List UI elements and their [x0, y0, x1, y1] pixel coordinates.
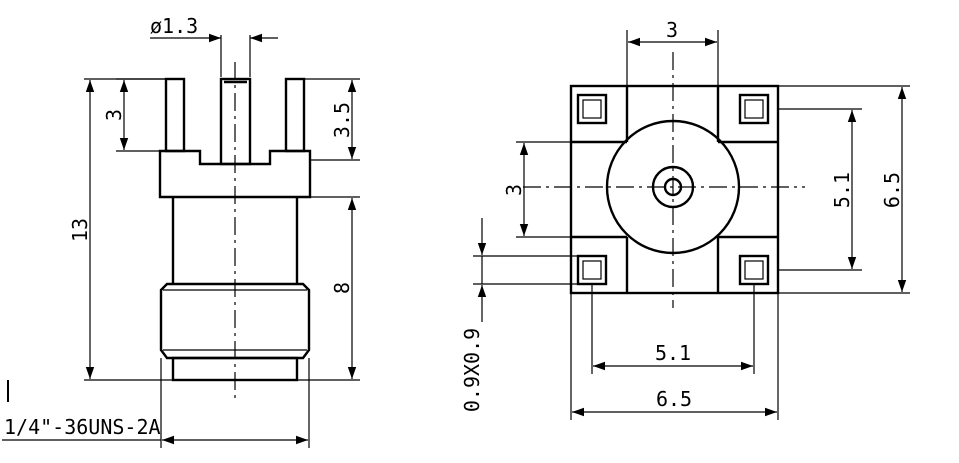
dim-pad-center-horizontal: 5.1 [591, 284, 755, 374]
dim-pad-spacing-left: 3 [502, 141, 571, 238]
pad-top-right [738, 93, 770, 125]
label-overall-vertical: 6.5 [880, 172, 904, 208]
label-thread: 1/4"-36UNS-2A [4, 415, 161, 439]
label-overall-horizontal: 6.5 [656, 387, 692, 411]
label-pad-size: 0.9X0.9 [460, 328, 484, 412]
label-outer-pin-length: 3 [102, 109, 126, 121]
label-center-pin-length: 3.5 [330, 102, 354, 138]
left-pin [164, 77, 186, 153]
dim-overall-vertical: 6.5 [778, 85, 910, 294]
label-pad-spacing-top: 3 [666, 18, 678, 42]
dim-overall-height: 13 [68, 78, 173, 381]
right-pin [284, 77, 306, 153]
dim-center-pin-length: 3.5 [304, 78, 360, 161]
thread-section [159, 282, 311, 360]
label-pad-center-vertical: 5.1 [830, 172, 854, 208]
pad-top-left [576, 93, 608, 125]
label-body-height: 8 [330, 282, 354, 294]
dim-body-height: 8 [297, 196, 360, 381]
pad-bottom-right [738, 254, 770, 286]
dim-pin-diameter: ø1.3 [150, 14, 278, 77]
dim-pad-spacing-top: 3 [626, 18, 719, 86]
dim-outer-pin-length: 3 [102, 78, 166, 152]
body [171, 197, 299, 284]
dim-overall-horizontal: 6.5 [570, 293, 779, 420]
dim-pad-size: 0.9X0.9 [460, 218, 578, 412]
pad-bottom-left [576, 254, 608, 286]
flange [158, 149, 312, 199]
label-pin-diameter: ø1.3 [150, 14, 198, 38]
top-view: 3 3 5.1 6.5 [460, 18, 910, 420]
dim-pad-center-vertical: 5.1 [778, 108, 862, 271]
dim-thread: 1/4"-36UNS-2A [2, 358, 310, 448]
label-pad-spacing-left: 3 [502, 184, 526, 196]
center-pin [219, 77, 252, 166]
label-overall-height: 13 [68, 218, 92, 242]
side-view: ø1.3 3 13 3.5 [2, 14, 360, 448]
label-pad-center-horizontal: 5.1 [655, 341, 691, 365]
outer-square [569, 84, 780, 295]
